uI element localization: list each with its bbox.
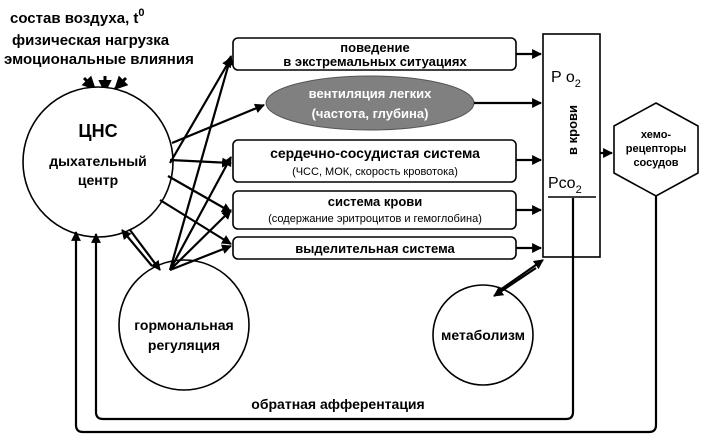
blood-system-line2: (содержание эритроцитов и гемоглобина) xyxy=(268,213,482,225)
hormonal-line2: регуляция xyxy=(148,337,220,353)
feedback-loops xyxy=(71,196,658,434)
metabolism-label: метаболизм xyxy=(441,327,525,343)
input-emotional: эмоциональные влияния xyxy=(4,51,194,68)
chemo-line3: сосудов xyxy=(633,157,678,169)
metabolism-node: метаболизм xyxy=(432,284,534,386)
excretory-box: выделительная система xyxy=(232,236,517,260)
chemo-line1: хемо- xyxy=(641,129,672,141)
po2-label: P o2 xyxy=(551,69,581,90)
chemo-line2: рецепторы xyxy=(626,143,686,155)
to-blood-box-arrows xyxy=(474,49,542,253)
input-physical-load: физическая нагрузка xyxy=(12,32,170,49)
hormonal-node: гормональная регуляция xyxy=(118,259,250,391)
in-blood-vertical-label: в крови xyxy=(565,105,580,155)
ventilation-line1: вентиляция легких xyxy=(309,86,433,101)
ventilation-line2: (частота, глубина) xyxy=(312,106,429,121)
pco2-label: Pco2 xyxy=(548,175,582,196)
cns-node: ЦНС дыхательный центр xyxy=(22,86,174,238)
input-air-composition: состав воздуха, t0 xyxy=(10,7,145,27)
ventilation-node: вентиляция легких (частота, глубина) xyxy=(265,75,475,131)
cardio-line2: (ЧСС, МОК, скорость кровотока) xyxy=(292,166,458,178)
blood-system-line1: система крови xyxy=(328,194,423,209)
blood-system-box: система крови (содержание эритроцитов и … xyxy=(232,190,517,230)
blood-gases-box: P o2 Pco2 в крови xyxy=(542,33,601,258)
chemoreceptors-node: хемо- рецепторы сосудов xyxy=(613,102,699,197)
cns-hormonal-arrows xyxy=(121,229,161,271)
metabolism-arrows xyxy=(493,259,544,297)
inputs-text: состав воздуха, t0 физическая нагрузка э… xyxy=(4,7,194,68)
behavior-line1: поведение xyxy=(340,40,409,55)
cardio-box: сердечно-сосудистая система (ЧСС, МОК, с… xyxy=(232,139,517,183)
feedback-label: обратная афферентация xyxy=(251,396,424,412)
cns-sub1: дыхательный xyxy=(49,153,147,169)
cns-title: ЦНС xyxy=(78,121,117,141)
behavior-line2: в экстремальных ситуациях xyxy=(283,54,467,69)
hormonal-line1: гормональная xyxy=(134,317,233,333)
behavior-box: поведение в экстремальных ситуациях xyxy=(232,37,517,71)
cardio-line1: сердечно-сосудистая система xyxy=(270,145,480,161)
cns-sub2: центр xyxy=(78,172,118,188)
fan-arrows xyxy=(159,55,265,272)
excretory-label: выделительная система xyxy=(295,241,455,256)
